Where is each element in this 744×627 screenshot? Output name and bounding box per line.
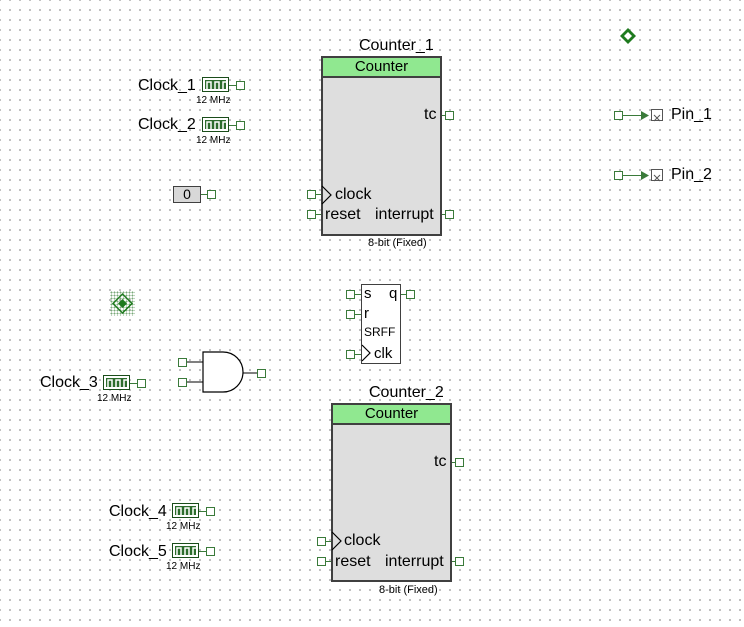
output-terminal[interactable]: [137, 379, 146, 388]
counter-type: Counter: [323, 58, 440, 78]
clock-terminal[interactable]: [317, 537, 326, 546]
interrupt-terminal[interactable]: [455, 557, 464, 566]
counter-config: 8-bit (Fixed): [379, 584, 438, 596]
arrow-icon: [641, 111, 649, 120]
input-terminal[interactable]: [178, 358, 187, 367]
counter-instance-name: Counter_2: [369, 384, 444, 401]
pin-clock: clock: [344, 532, 381, 549]
srff-title: SRFF: [364, 325, 396, 339]
pin-tc: tc: [424, 106, 437, 123]
constant-box: 0: [173, 186, 201, 203]
pin-name: Pin_1: [671, 106, 712, 123]
arrow-icon: [641, 171, 649, 180]
pin-q: q: [389, 285, 398, 302]
input-terminal[interactable]: [614, 111, 623, 120]
clock-frequency: 12 MHz: [196, 95, 231, 106]
clock-icon: [103, 375, 130, 390]
input-terminal[interactable]: [614, 171, 623, 180]
output-terminal[interactable]: [257, 369, 266, 378]
clock-label: Clock_4: [109, 503, 167, 520]
counter-body: Counter: [331, 403, 452, 582]
power-icon[interactable]: [619, 27, 637, 45]
clock-label: Clock_2: [138, 116, 196, 133]
clock-terminal[interactable]: [307, 190, 316, 199]
pin-reset: reset: [325, 206, 361, 223]
interrupt-terminal[interactable]: [445, 210, 454, 219]
clock-icon: [202, 77, 229, 92]
clock-label: Clock_5: [109, 543, 167, 560]
reset-terminal[interactable]: [307, 210, 316, 219]
pin-s: s: [364, 285, 372, 302]
pin-name: Pin_2: [671, 166, 712, 183]
tc-terminal[interactable]: [455, 458, 464, 467]
pin-icon: [651, 169, 663, 182]
reset-terminal[interactable]: [317, 557, 326, 566]
pin-clk: clk: [374, 345, 393, 362]
output-terminal[interactable]: [207, 190, 216, 199]
counter-type: Counter: [333, 405, 450, 425]
clock-frequency: 12 MHz: [97, 393, 132, 404]
clock-icon: [202, 117, 229, 132]
input-terminal[interactable]: [178, 378, 187, 387]
pin-interrupt: interrupt: [385, 553, 444, 570]
counter-body: Counter: [321, 56, 442, 236]
output-terminal[interactable]: [206, 507, 215, 516]
clock-frequency: 12 MHz: [196, 135, 231, 146]
counter-instance-name: Counter_1: [359, 37, 434, 54]
pin-icon: [651, 109, 663, 122]
clock-label: Clock_1: [138, 77, 196, 94]
pin-tc: tc: [434, 453, 447, 470]
pin-reset: reset: [335, 553, 371, 570]
pin-interrupt: interrupt: [375, 206, 434, 223]
tc-terminal[interactable]: [445, 111, 454, 120]
clock-frequency: 12 MHz: [166, 561, 201, 572]
clock-icon: [172, 503, 199, 518]
clk-terminal[interactable]: [346, 350, 355, 359]
counter-config: 8-bit (Fixed): [368, 237, 427, 249]
clock-icon: [172, 543, 199, 558]
clock-label: Clock_3: [40, 374, 98, 391]
output-terminal[interactable]: [236, 121, 245, 130]
r-terminal[interactable]: [346, 310, 355, 319]
clock-frequency: 12 MHz: [166, 521, 201, 532]
and-gate-icon: [187, 351, 257, 393]
s-terminal[interactable]: [346, 290, 355, 299]
q-terminal[interactable]: [406, 290, 415, 299]
pin-r: r: [364, 305, 369, 322]
off-chip-icon[interactable]: [110, 291, 135, 316]
output-terminal[interactable]: [206, 547, 215, 556]
pin-clock: clock: [335, 186, 372, 203]
output-terminal[interactable]: [236, 81, 245, 90]
